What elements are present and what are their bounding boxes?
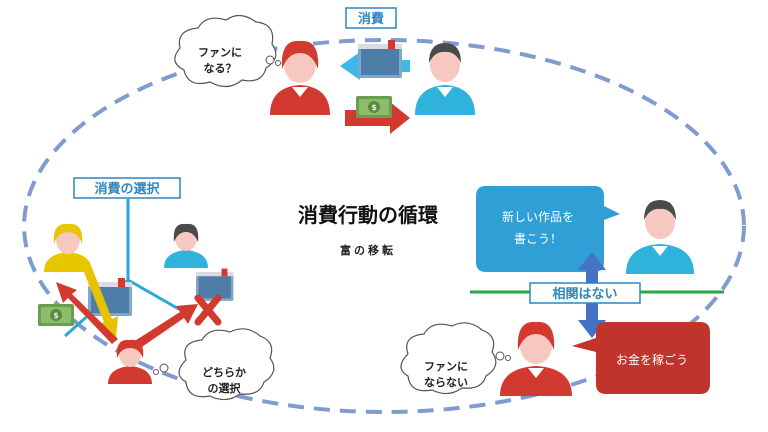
cross-mark-icon (194, 294, 222, 326)
consumption-label: 消費 (358, 11, 384, 27)
main-subtitle: 富の移転 (340, 243, 396, 257)
red-person-small (108, 339, 152, 384)
no-correlation-box (529, 282, 641, 304)
earner-speech-bubble: お金を稼ごう (572, 322, 710, 394)
fan-question-line1: ファンに (198, 46, 242, 59)
book-icon-crossed (196, 268, 234, 301)
red-person-top (270, 40, 330, 115)
creator-speech-line2: 書こう！ (514, 232, 562, 246)
money-icon-left (38, 304, 74, 326)
no-correlation-label: 相関はない (552, 286, 617, 302)
cyan-person-right (626, 200, 694, 274)
not-fan-line2: ならない (424, 376, 468, 389)
money-icon-top (356, 96, 392, 118)
red-arrow-right-up (130, 304, 198, 351)
creator-speech-line1: 新しい作品を (502, 209, 574, 224)
either-line1: どちらか (202, 366, 246, 379)
book-icon-top (358, 40, 402, 78)
either-choice-bubble: どちらか の選択 (153, 328, 275, 401)
red-arrow-left-up (56, 282, 118, 344)
cyan-person-top (415, 43, 475, 115)
fan-question-bubble: ファンに なる？ (174, 14, 281, 88)
red-person-right (500, 321, 572, 396)
not-fan-bubble: ファンに ならない (400, 322, 511, 395)
cycle-loop (22, 38, 746, 414)
either-line2: の選択 (208, 381, 242, 395)
not-fan-line1: ファンに (424, 360, 468, 373)
yellow-arrow-left (84, 268, 118, 338)
earner-speech-text: お金を稼ごう (616, 352, 688, 367)
consumption-label-box (345, 7, 397, 29)
fan-question-line2: なる？ (204, 62, 237, 75)
choice-label: 消費の選択 (94, 181, 160, 197)
main-title: 消費行動の循環 (298, 203, 439, 227)
creator-speech-bubble: 新しい作品を 書こう！ (476, 186, 620, 272)
cyan-person-small (164, 223, 208, 268)
yellow-person (44, 223, 92, 272)
